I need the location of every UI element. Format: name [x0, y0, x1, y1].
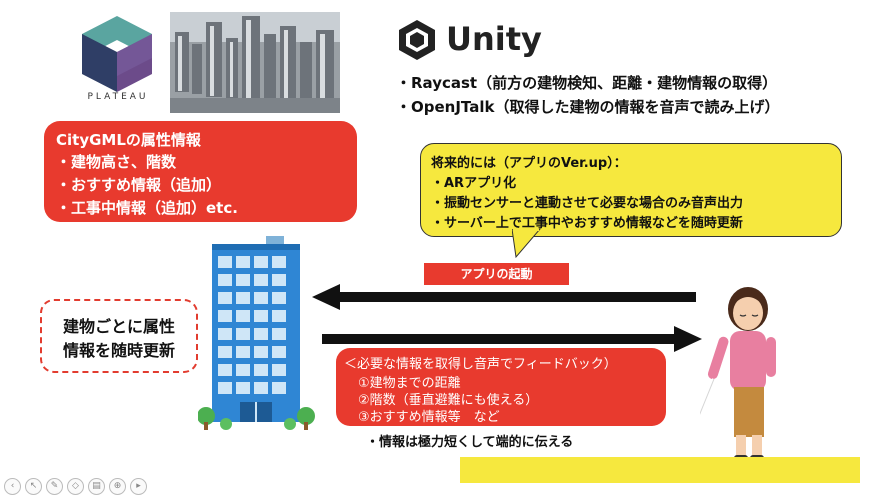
update-line: 情報を随時更新	[62, 341, 175, 360]
plateau-logo-icon	[82, 16, 152, 92]
voice-feedback-box: ＜必要な情報を取得し音声でフィードバック） ①建物までの距離 ②階数（垂直避難に…	[336, 348, 666, 426]
eraser-icon[interactable]: ◇	[67, 477, 84, 495]
citygml-attribute-box: CityGMLの属性情報 ・建物高さ、階数 ・おすすめ情報（追加） ・工事中情報…	[44, 121, 357, 222]
future-item: ・ARアプリ化	[431, 176, 517, 191]
citygml-title: CityGMLの属性情報	[56, 131, 201, 149]
arrow-right	[322, 326, 702, 352]
citygml-item: ・工事中情報（追加）etc.	[56, 199, 238, 217]
feedback-item: ①建物までの距離	[358, 376, 461, 391]
unity-logo-icon	[399, 20, 435, 60]
presentation-toolbar: ‹ ↖ ✎ ◇ ▤ ⊕ ▸	[4, 476, 147, 496]
future-plans-callout: 将来的には（アプリのVer.up）： ・ARアプリ化 ・振動センサーと連動させて…	[420, 143, 842, 237]
feedback-item: ③おすすめ情報等 など	[358, 410, 500, 425]
app-launch-label: アプリの起動	[424, 263, 569, 285]
city-3d-model-image	[170, 12, 340, 113]
future-title: 将来的には（アプリのVer.up）：	[431, 156, 627, 171]
future-item: ・サーバー上で工事中やおすすめ情報などを随時更新	[431, 216, 743, 231]
office-building-icon	[198, 236, 315, 430]
visually-impaired-person-icon	[700, 287, 776, 463]
brevity-note: ・情報は極力短くして端的に伝える	[366, 435, 574, 450]
future-item: ・振動センサーと連動させて必要な場合のみ音声出力	[431, 196, 744, 211]
feedback-title: ＜必要な情報を取得し音声でフィードバック）	[344, 357, 617, 372]
video-icon[interactable]: ▸	[130, 477, 147, 495]
arrow-left	[312, 284, 696, 310]
callout-tail	[512, 229, 541, 259]
citygml-item: ・おすすめ情報（追加）	[56, 176, 222, 194]
plateau-logo-text: PLATEAU	[87, 92, 149, 102]
zoom-icon[interactable]: ⊕	[109, 477, 126, 495]
slides-icon[interactable]: ▤	[88, 477, 105, 495]
pen-icon[interactable]: ✎	[46, 477, 63, 495]
citygml-item: ・建物高さ、階数	[56, 153, 177, 171]
pointer-icon[interactable]: ↖	[25, 477, 42, 495]
unity-wordmark: Unity	[446, 20, 542, 58]
feedback-item: ②階数（垂直避難にも使える）	[358, 393, 539, 408]
update-line: 建物ごとに属性	[62, 317, 175, 336]
tactile-paving-strip	[460, 457, 860, 483]
unity-raycast-line: ・Raycast（前方の建物検知、距離・建物情報の取得）	[396, 74, 778, 92]
attribute-update-note: 建物ごとに属性 情報を随時更新	[40, 299, 198, 373]
back-icon[interactable]: ‹	[4, 477, 21, 495]
unity-openjtalk-line: ・OpenJTalk（取得した建物の情報を音声で読み上げ）	[396, 98, 780, 116]
